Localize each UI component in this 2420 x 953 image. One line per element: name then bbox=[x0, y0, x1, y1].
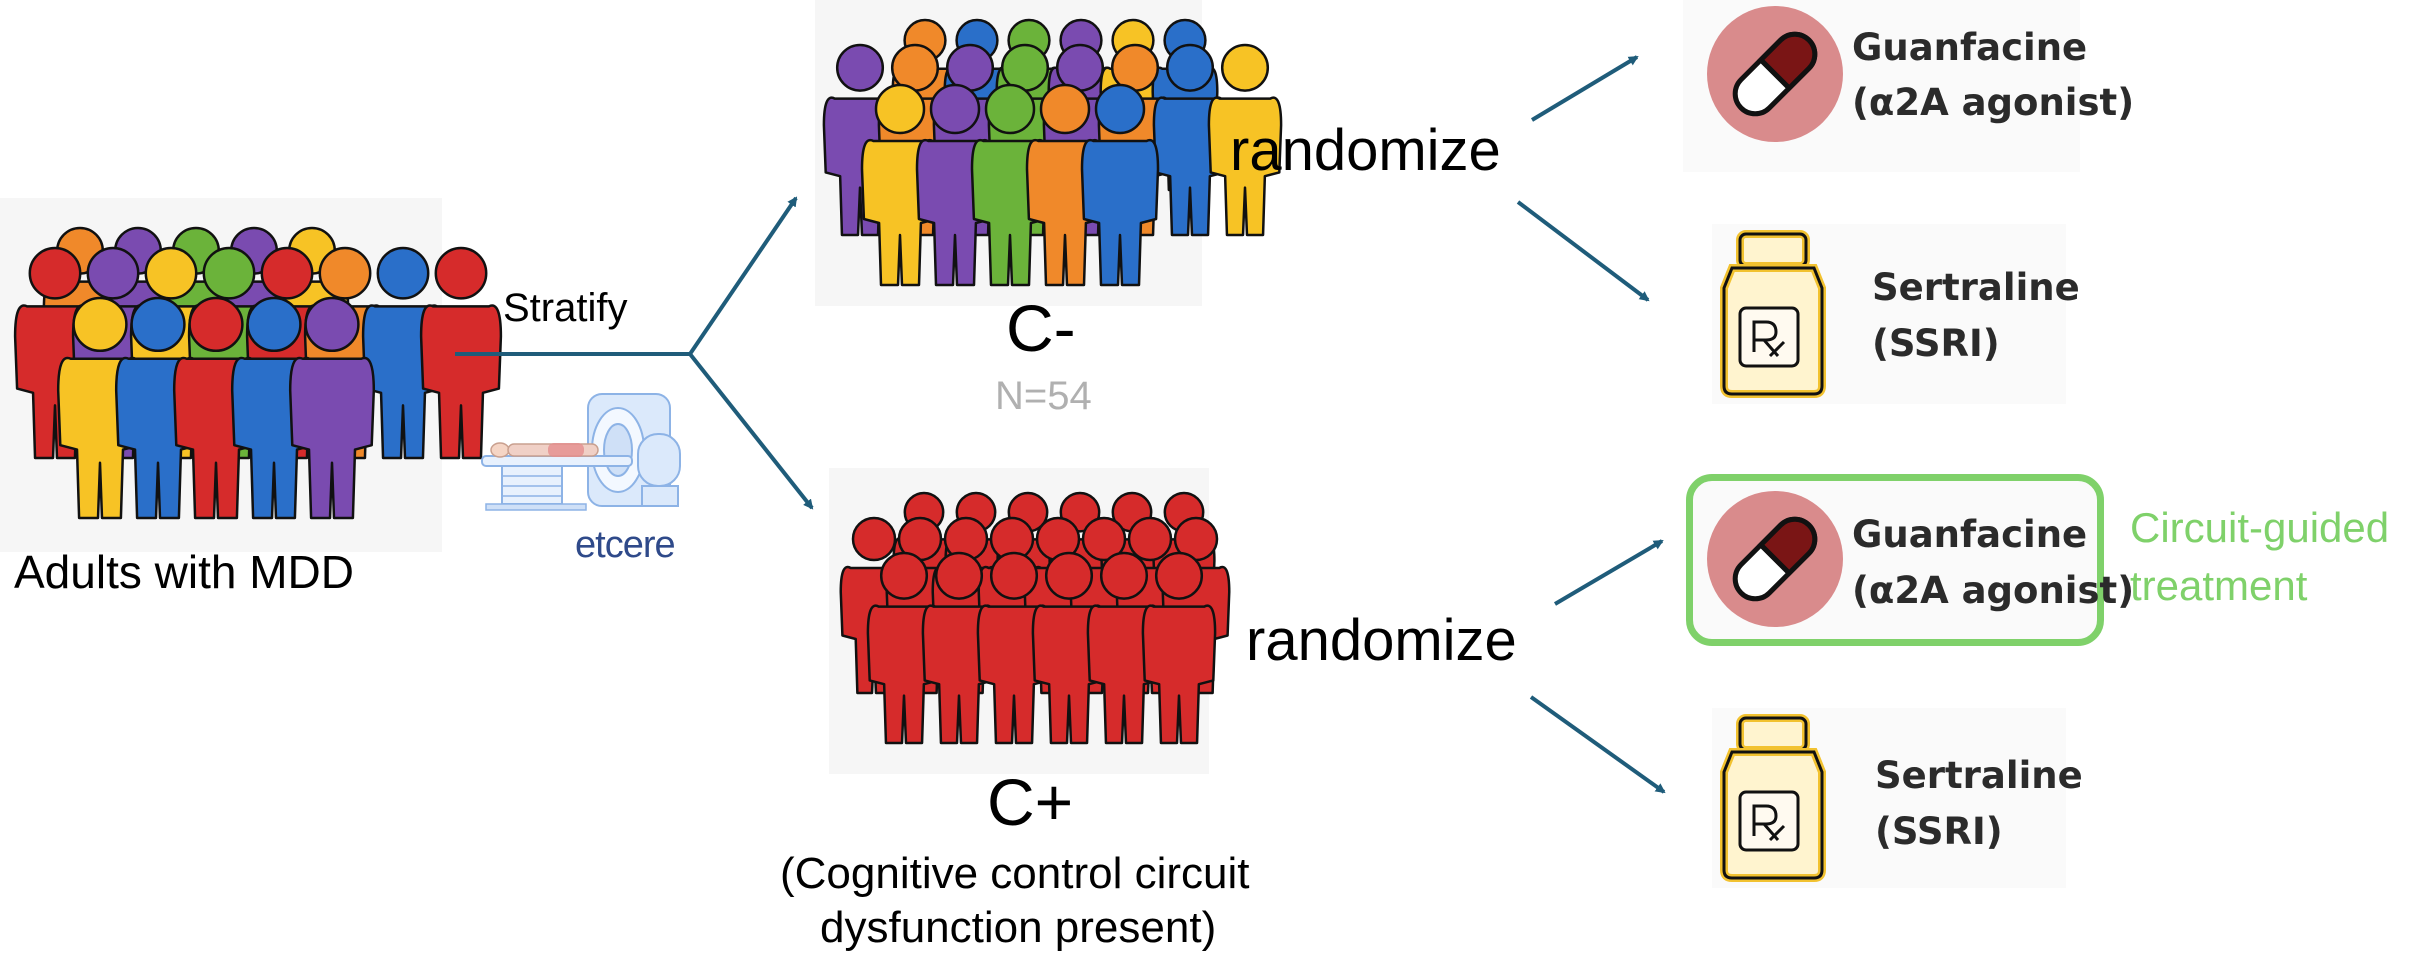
c-minus-crowd bbox=[822, 18, 1283, 287]
arrow-c-plus-sertraline bbox=[1529, 695, 1666, 794]
randomize-label-c-plus: randomize bbox=[1246, 608, 1517, 673]
arrow-c-minus-sertraline bbox=[1516, 200, 1650, 302]
person-figure bbox=[1207, 43, 1283, 237]
arrow-c-plus-guanfacine bbox=[1553, 539, 1664, 606]
c-minus-label: C- bbox=[1006, 291, 1076, 365]
c-plus-description-line1: (Cognitive control circuit bbox=[780, 849, 1250, 898]
stratify-label: Stratify bbox=[503, 286, 628, 330]
randomize-label-c-minus: randomize bbox=[1230, 118, 1501, 183]
population-crowd bbox=[13, 226, 503, 520]
c-plus-crowd bbox=[839, 491, 1231, 745]
c-minus-n: N=54 bbox=[995, 374, 1092, 418]
treatment-detail: (α2A agonist) bbox=[1852, 569, 2135, 612]
person-figure bbox=[1080, 83, 1160, 287]
treatment-name: Guanfacine bbox=[1852, 513, 2088, 556]
mri-scanner-icon bbox=[481, 393, 681, 511]
scanner-brand: etcere bbox=[575, 524, 676, 566]
arrow-to-c-minus bbox=[688, 196, 798, 356]
c-plus-description-line2: dysfunction present) bbox=[820, 903, 1217, 952]
c-plus-label: C+ bbox=[987, 765, 1074, 839]
treatment-detail: (SSRI) bbox=[1875, 810, 2003, 853]
circuit-guided-label-line2: treatment bbox=[2130, 562, 2308, 609]
person-figure bbox=[419, 246, 503, 460]
treatment-detail: (SSRI) bbox=[1872, 322, 2000, 365]
rx-bottle-icon bbox=[1720, 714, 1826, 882]
arrow-to-c-plus bbox=[688, 352, 814, 510]
treatment-detail: (α2A agonist) bbox=[1852, 81, 2135, 124]
pill-icon bbox=[1707, 6, 1843, 142]
rx-bottle-icon bbox=[1720, 230, 1826, 398]
treatment-name: Guanfacine bbox=[1852, 26, 2088, 69]
population-label: Adults with MDD bbox=[14, 546, 354, 598]
arrow-c-minus-guanfacine bbox=[1530, 55, 1639, 122]
pill-icon bbox=[1707, 491, 1843, 627]
person-figure bbox=[288, 296, 376, 520]
treatment-name: Sertraline bbox=[1875, 754, 2083, 797]
circuit-guided-label-line1: Circuit-guided bbox=[2130, 504, 2390, 551]
person-figure bbox=[1141, 551, 1217, 745]
treatment-name: Sertraline bbox=[1872, 266, 2080, 309]
